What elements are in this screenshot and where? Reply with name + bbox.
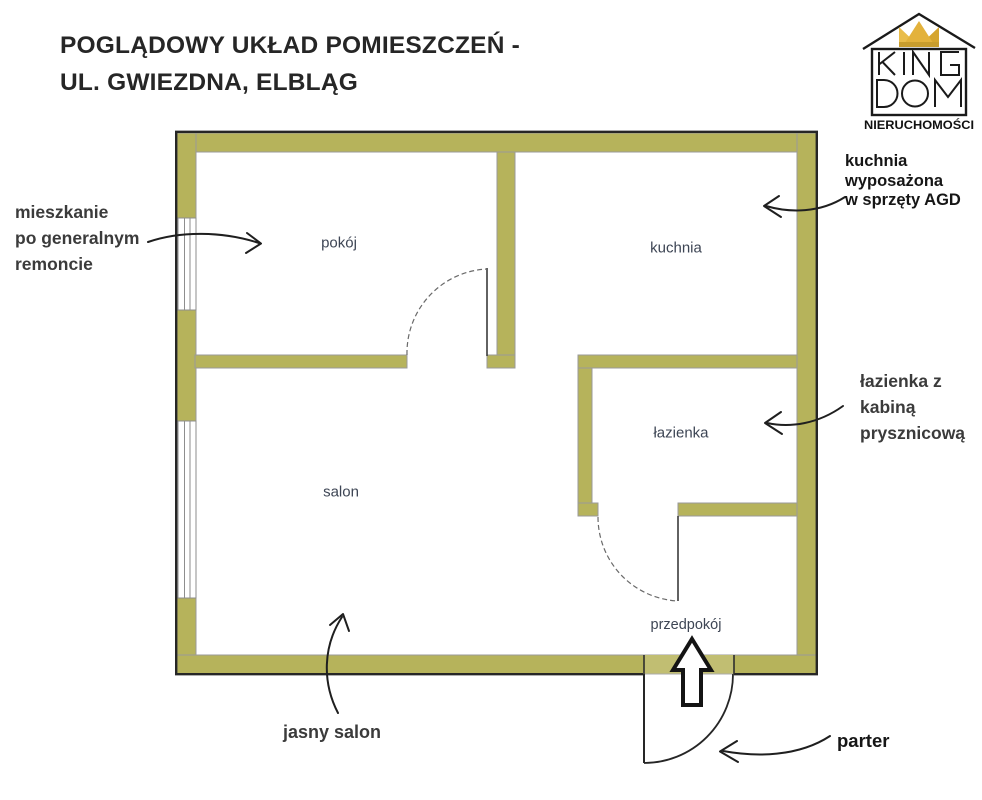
annotation-kitchen: kuchnia wyposażona w sprzęty AGD <box>845 152 961 209</box>
arrow-to-kuchnia-icon <box>763 195 846 218</box>
wall-top <box>176 132 818 153</box>
door-pokoj <box>406 268 488 356</box>
wall-left-upper <box>176 132 197 219</box>
logo-subtitle: NIERUCHOMOŚCI <box>864 119 974 132</box>
logo-wordmark-dom <box>876 77 962 108</box>
exterior-outline <box>175 130 818 676</box>
crown-icon <box>899 21 939 47</box>
logo-roof <box>862 12 976 51</box>
entrance-up-arrow-icon <box>669 635 715 707</box>
wall-right <box>796 132 818 675</box>
room-label-pokoj: pokój <box>321 234 357 252</box>
door-lazienka <box>597 516 679 602</box>
arrow-to-salon-icon <box>325 613 350 714</box>
wall-lazienka-top <box>577 354 798 369</box>
walls <box>176 132 818 675</box>
door-entrance <box>643 673 734 764</box>
kingdom-house-logo: NIERUCHOMOŚCI <box>862 12 976 132</box>
wall-lazienka-bottom <box>677 502 798 517</box>
arrow-to-pokoj-icon <box>147 232 262 254</box>
wall-pokoj-kuchnia-divider <box>496 151 516 356</box>
wall-left-middle <box>176 309 197 422</box>
window-salon <box>177 420 197 599</box>
page-title: POGLĄDOWY UKŁAD POMIESZCZEŃ - UL. GWIEZD… <box>60 32 520 96</box>
annotation-living: jasny salon <box>283 722 382 742</box>
room-label-lazienka: łazienka <box>653 424 709 442</box>
window-pokoj <box>177 217 197 311</box>
wall-divider-foot <box>486 354 516 369</box>
room-label-przedpokoj: przedpokój <box>650 617 722 633</box>
annotation-bathroom: łazienka z kabiną prysznicową <box>860 371 966 443</box>
arrow-to-entrance-icon <box>719 735 831 763</box>
entrance-jambs <box>643 655 735 674</box>
room-label-salon: salon <box>323 483 359 501</box>
logo-wordmark-king <box>878 48 960 79</box>
annotation-renovation: mieszkanie po generalnym remoncie <box>15 202 140 274</box>
wall-lazienka-left <box>577 367 593 504</box>
arrow-to-lazienka-icon <box>764 405 844 435</box>
room-label-kuchnia: kuchnia <box>650 239 702 257</box>
annotation-floor: parter <box>837 730 890 751</box>
wall-lazienka-bottom-stub <box>577 502 599 517</box>
wall-pokoj-salon <box>194 354 408 369</box>
annotation-arrows <box>147 195 846 763</box>
